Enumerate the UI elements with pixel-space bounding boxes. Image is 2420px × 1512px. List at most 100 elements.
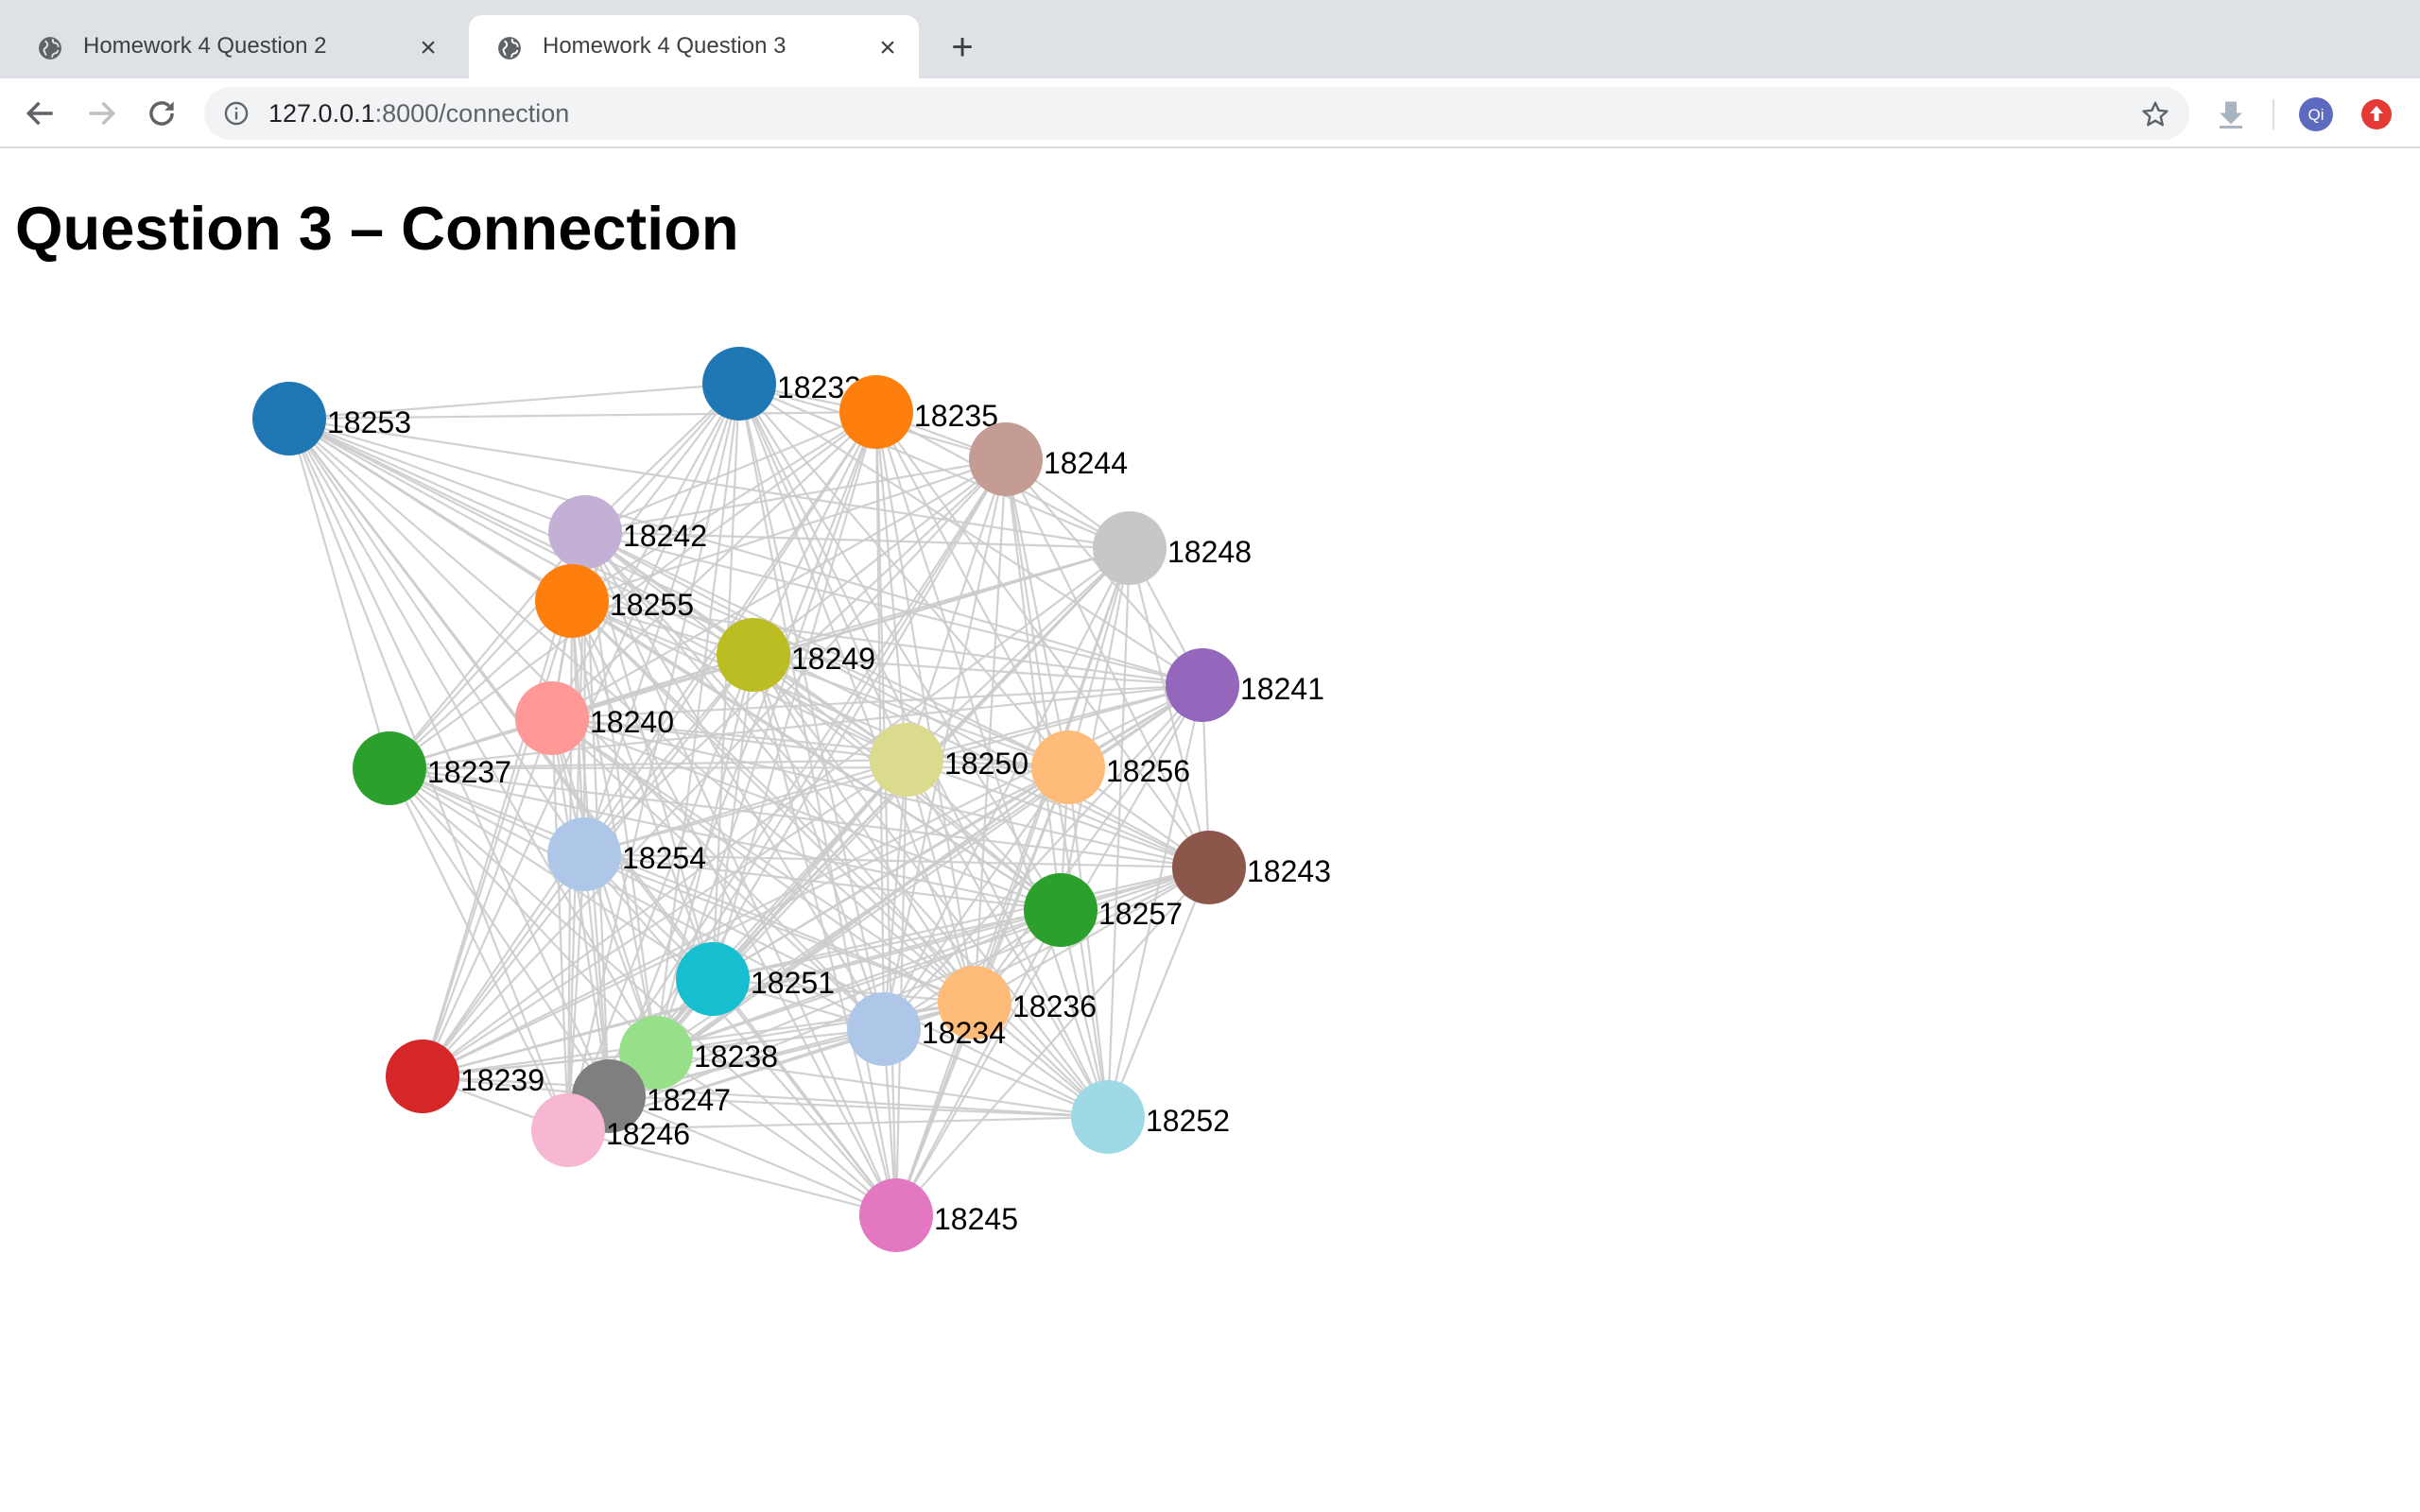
graph-node[interactable]: 18246 (531, 1093, 690, 1167)
new-tab-button[interactable]: + (951, 26, 974, 68)
graph-edge (655, 866, 1210, 1055)
tab-homework-4-question-2[interactable]: Homework 4 Question 2 × (9, 15, 459, 78)
graph-edge (551, 716, 908, 762)
node-circle[interactable] (1166, 648, 1239, 722)
bookmark-star-icon[interactable] (2140, 99, 2170, 129)
node-label: 18254 (622, 841, 706, 875)
page-title: Question 3 – Connection (15, 194, 739, 263)
graph-edge (752, 654, 1109, 1118)
graph-node[interactable]: 18253 (252, 382, 411, 455)
graph-edge (389, 758, 908, 770)
graph-node[interactable]: 18251 (676, 942, 835, 1016)
node-label: 18248 (1167, 535, 1252, 569)
graph-node[interactable]: 18238 (619, 1016, 778, 1090)
graph-edge (288, 417, 1069, 769)
graph-node[interactable]: 18248 (1093, 511, 1252, 585)
node-circle[interactable] (353, 731, 426, 805)
node-label: 18238 (694, 1040, 778, 1074)
graph-edge (551, 716, 1069, 769)
graph-edge (288, 418, 585, 855)
node-label: 18234 (922, 1016, 1006, 1050)
graph-node[interactable]: 18252 (1071, 1080, 1230, 1154)
node-circle[interactable] (386, 1040, 459, 1113)
close-tab-icon[interactable]: × (879, 32, 896, 63)
graph-node[interactable]: 18242 (548, 495, 707, 569)
graph-edge (1004, 458, 1070, 768)
graph-edge (737, 383, 908, 761)
graph-edge (882, 759, 908, 1030)
graph-edge (1106, 547, 1132, 1118)
graph-node[interactable]: 18250 (870, 723, 1028, 797)
tab-strip: Homework 4 Question 2 × Homework 4 Quest… (0, 0, 2420, 78)
graph-edge (905, 759, 977, 1004)
node-circle[interactable] (531, 1093, 605, 1167)
graph-node[interactable]: 18257 (1024, 873, 1183, 947)
node-circle[interactable] (548, 495, 622, 569)
graph-edge (389, 600, 573, 769)
forward-icon[interactable] (83, 95, 119, 131)
node-label: 18249 (791, 642, 875, 676)
graph-edge (874, 411, 886, 1030)
close-tab-icon[interactable]: × (420, 32, 437, 63)
graph-edge (583, 654, 754, 855)
graph-node[interactable]: 18234 (847, 992, 1006, 1066)
node-circle[interactable] (847, 992, 921, 1066)
node-label: 18235 (914, 399, 998, 433)
node-circle[interactable] (1024, 873, 1098, 947)
node-circle[interactable] (1172, 831, 1246, 904)
download-extension-icon[interactable] (2214, 97, 2248, 131)
node-circle[interactable] (870, 723, 943, 797)
info-icon[interactable] (223, 100, 250, 127)
graph-node[interactable]: 18245 (859, 1178, 1018, 1252)
node-circle[interactable] (839, 375, 913, 449)
node-circle[interactable] (515, 681, 589, 755)
toolbar-separator (2273, 99, 2274, 129)
node-circle[interactable] (1031, 730, 1105, 804)
node-circle[interactable] (702, 347, 776, 421)
url-text[interactable]: 127.0.0.1:8000/connection (268, 99, 569, 129)
graph-node[interactable]: 18233 (702, 347, 861, 421)
graph-node[interactable]: 18256 (1031, 730, 1190, 804)
node-circle[interactable] (619, 1016, 693, 1090)
graph-edge (288, 417, 586, 534)
graph-edge (570, 600, 658, 1054)
back-icon[interactable] (23, 95, 59, 131)
graph-node[interactable]: 18237 (353, 731, 511, 805)
graph-node[interactable]: 18249 (717, 618, 875, 692)
graph-edge (752, 653, 1203, 687)
update-arrow-icon[interactable] (2360, 97, 2394, 131)
tab-homework-4-question-3[interactable]: Homework 4 Question 3 × (469, 15, 919, 78)
graph-node[interactable]: 18236 (938, 966, 1097, 1040)
node-circle[interactable] (535, 564, 609, 638)
graph-edge (288, 410, 877, 421)
node-circle[interactable] (547, 817, 621, 891)
graph-node[interactable]: 18240 (515, 681, 674, 755)
node-circle[interactable] (859, 1178, 933, 1252)
graph-node[interactable]: 18244 (969, 422, 1128, 496)
node-circle[interactable] (676, 942, 750, 1016)
node-circle[interactable] (1071, 1080, 1145, 1154)
graph-edge (655, 908, 1062, 1055)
graph-node[interactable]: 18255 (535, 564, 694, 638)
graph-node[interactable]: 18235 (839, 375, 998, 449)
graph-edge (973, 458, 1008, 1004)
node-circle[interactable] (717, 618, 790, 692)
node-circle[interactable] (969, 422, 1043, 496)
node-circle[interactable] (252, 382, 326, 455)
graph-edge (895, 909, 1062, 1216)
node-circle[interactable] (1093, 511, 1167, 585)
address-bar[interactable]: 127.0.0.1:8000/connection (204, 87, 2189, 140)
graph-edge (655, 1052, 897, 1216)
profile-avatar-icon[interactable]: Qi (2299, 97, 2333, 131)
node-circle[interactable] (938, 966, 1011, 1040)
graph-edge (608, 458, 1007, 1097)
graph-node[interactable]: 18243 (1172, 831, 1331, 904)
graph-edge (389, 767, 657, 1054)
graph-edge (567, 1115, 1109, 1132)
graph-node[interactable]: 18239 (386, 1040, 544, 1113)
graph-node[interactable]: 18241 (1166, 648, 1324, 722)
graph-edge (752, 411, 877, 656)
reload-icon[interactable] (144, 95, 180, 131)
graph-node[interactable]: 18254 (547, 817, 706, 891)
